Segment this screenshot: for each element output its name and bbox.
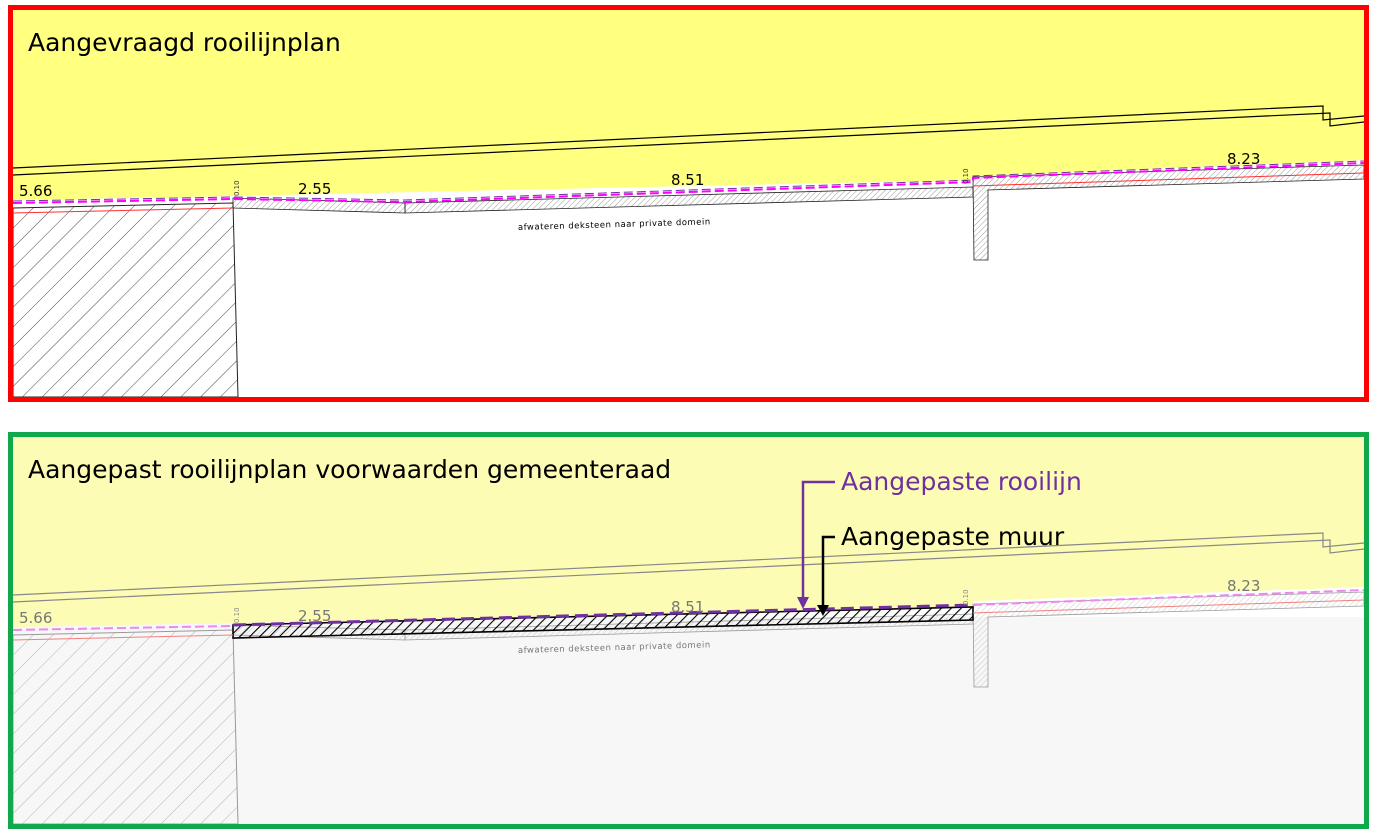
dim-seg1: 2.55	[298, 607, 331, 625]
adjusted-plan-drawing: 5.66 2.55 8.51 8.23 0.10 0.10 afwateren …	[13, 437, 1364, 824]
dim-right: 8.23	[1227, 577, 1260, 595]
requested-plan-panel: 5.66 2.55 8.51 8.23 0.10 0.10 afwateren …	[8, 5, 1369, 402]
neighbour-building-hatch	[13, 629, 239, 824]
panel-title-requested: Aangevraagd rooilijnplan	[28, 28, 341, 57]
callout-leader-line	[801, 480, 835, 602]
private-area	[13, 617, 1364, 824]
dim-right: 8.23	[1227, 150, 1260, 168]
wall-strip-2	[404, 186, 974, 214]
tick-label-2: 0.10	[962, 589, 970, 605]
building-line-left	[13, 625, 234, 631]
callout-arrow-line	[797, 597, 809, 609]
dim-left: 5.66	[19, 609, 52, 627]
dim-seg2: 8.51	[671, 598, 704, 616]
adjusted-plan-panel: 5.66 2.55 8.51 8.23 0.10 0.10 afwateren …	[8, 432, 1369, 829]
adjusted-building-line	[232, 603, 974, 627]
dim-seg2: 8.51	[671, 171, 704, 189]
callout-leader-wall	[821, 535, 835, 609]
drainage-note: afwateren deksteen naar private domein	[518, 217, 711, 233]
dim-seg1: 2.55	[298, 180, 331, 198]
red-property-line	[13, 634, 234, 641]
road-edge-line-inner	[13, 112, 1364, 176]
requested-building-line	[13, 162, 1364, 204]
neighbour-building-hatch	[13, 202, 239, 397]
tick-label-1: 0.10	[233, 180, 241, 196]
panel-title-adjusted: Aangepast rooilijnplan voorwaarden gemee…	[28, 455, 672, 484]
callout-adjusted-wall: Aangepaste muur	[841, 522, 1065, 551]
tick-label-2: 0.10	[962, 168, 970, 184]
building-line-right	[972, 589, 1364, 606]
requested-building-line-inner	[13, 160, 1364, 202]
red-property-line	[13, 207, 234, 214]
red-property-line-right	[972, 599, 1364, 614]
dim-left: 5.66	[19, 182, 52, 200]
road-edge-line-inner	[13, 539, 1364, 603]
callout-arrow-wall	[817, 605, 829, 616]
callout-adjusted-line: Aangepaste rooilijn	[841, 467, 1082, 496]
adjusted-wall	[232, 606, 974, 639]
requested-plan-drawing: 5.66 2.55 8.51 8.23 0.10 0.10 afwateren …	[13, 10, 1364, 397]
red-property-line-right	[972, 172, 1364, 187]
tick-label-1: 0.10	[233, 607, 241, 623]
